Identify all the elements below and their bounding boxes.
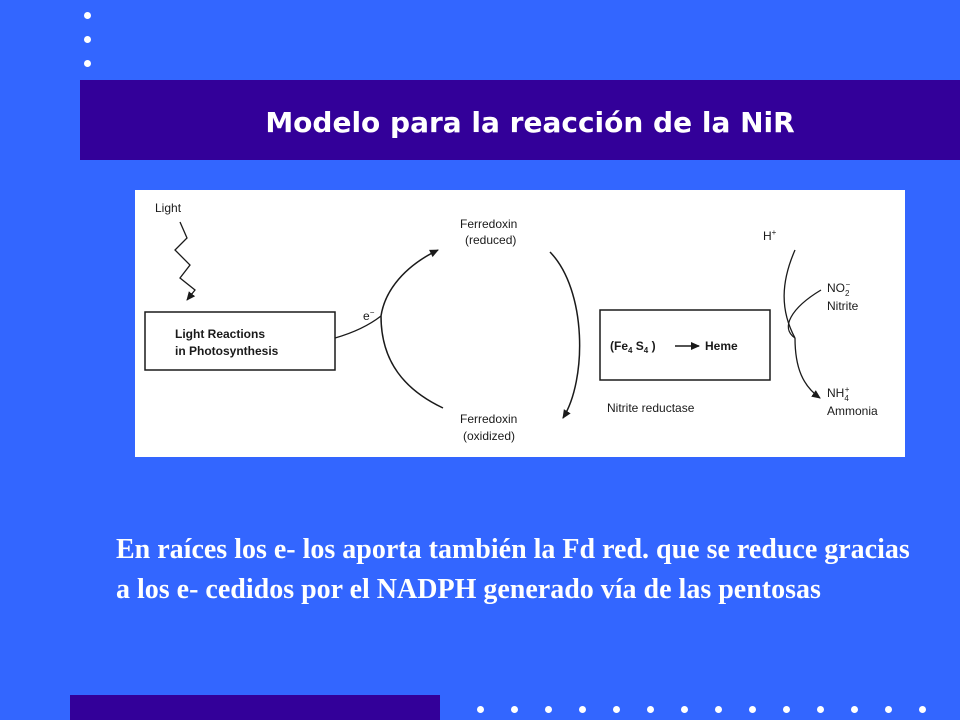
fd-reduce-arrow — [380, 249, 439, 317]
decor-dot — [817, 706, 824, 713]
fd-oxidized-line2: (oxidized) — [463, 429, 515, 443]
nir-diagram: Light Light Reactions in Photosynthesis … — [135, 190, 905, 457]
fd-oxidized-return — [380, 315, 444, 409]
body-paragraph: En raíces los e- los aporta también la F… — [116, 534, 910, 605]
decor-dot — [84, 60, 91, 67]
nitrite-arrow — [787, 289, 822, 339]
decor-dot — [851, 706, 858, 713]
slide-title: Modelo para la reacción de la NiR — [265, 106, 795, 139]
lightning-arrow — [174, 221, 196, 301]
decor-dot — [84, 12, 91, 19]
decor-dot — [511, 706, 518, 713]
decor-dot — [613, 706, 620, 713]
decor-dot — [749, 706, 756, 713]
decor-dot — [647, 706, 654, 713]
nitrite-reductase-box — [599, 309, 771, 381]
nitrite-reductase-label: Nitrite reductase — [607, 401, 695, 415]
proton-arrow — [783, 249, 796, 339]
decor-dot — [885, 706, 892, 713]
light-reactions-line1: Light Reactions — [175, 327, 265, 341]
heme-label: Heme — [705, 339, 738, 353]
decor-dot — [681, 706, 688, 713]
decor-dot — [477, 706, 484, 713]
ammonium-name: Ammonia — [827, 404, 878, 418]
electron-label: e− — [363, 308, 375, 323]
ammonium-formula: NH4+ — [827, 385, 850, 403]
fd-oxidized-line1: Ferredoxin — [460, 412, 517, 426]
decor-dot — [783, 706, 790, 713]
bottom-bar — [70, 695, 440, 720]
decor-dot — [84, 36, 91, 43]
decor-dot — [715, 706, 722, 713]
light-reactions-box — [144, 311, 336, 371]
ammonium-arrow — [794, 337, 821, 399]
title-bar: Modelo para la reacción de la NiR — [80, 80, 960, 160]
decor-dot — [919, 706, 926, 713]
fd-reduced-line1: Ferredoxin — [460, 217, 517, 231]
fe4s4-label: (Fe4 S4 ) — [610, 339, 656, 355]
light-label: Light — [155, 201, 182, 215]
light-reactions-line2: in Photosynthesis — [175, 344, 279, 358]
diagram-svg: Light Light Reactions in Photosynthesis … — [144, 201, 878, 443]
proton-label: H+ — [763, 228, 777, 243]
decor-dot — [579, 706, 586, 713]
fd-oxidize-arrow — [549, 251, 581, 419]
fd-reduced-line2: (reduced) — [465, 233, 516, 247]
nitrite-formula: NO2− — [827, 280, 850, 298]
nitrite-name: Nitrite — [827, 299, 859, 313]
decor-dot — [545, 706, 552, 713]
electron-arrow — [334, 315, 382, 339]
